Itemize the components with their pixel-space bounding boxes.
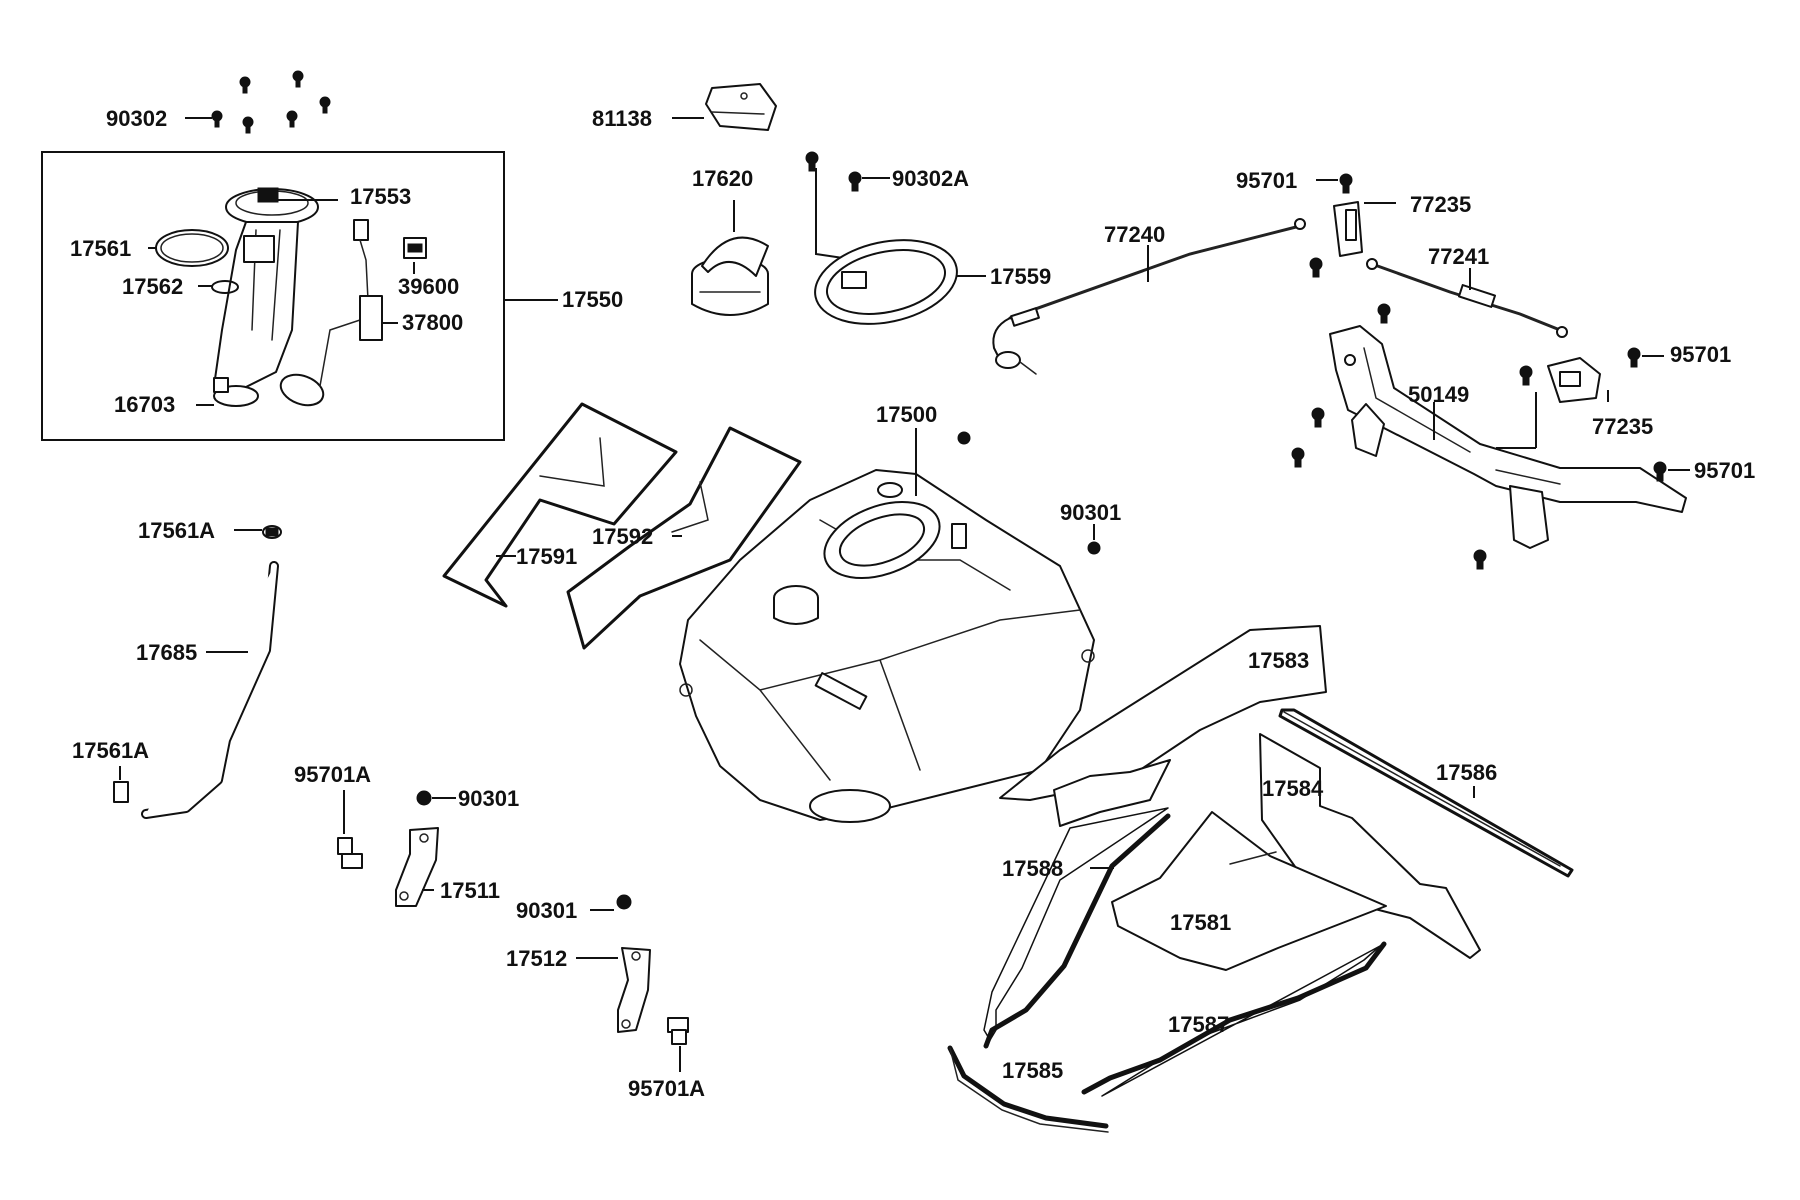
callout-39600: 39600 [398,274,459,299]
callout-95701A-a: 95701A [294,762,371,787]
latch-77235-bottom [1547,357,1601,403]
nut-90301-tank [957,431,1101,555]
callout-17592: 17592 [592,524,653,549]
callout-17583: 17583 [1248,648,1309,673]
callout-90302: 90302 [106,106,167,131]
bracket-17512 [617,947,651,1033]
callout-77235-a: 77235 [1410,192,1471,217]
callout-17685: 17685 [136,640,197,665]
strip-17587 [1081,941,1387,1097]
callout-90301-a: 90301 [1060,500,1121,525]
callout-77241: 77241 [1428,244,1489,269]
shield-17583 [999,625,1327,827]
fuel-filler-cap [691,236,769,316]
mat-17581 [1111,811,1387,971]
seat-lock-cable-77241 [1366,258,1568,338]
callout-17586: 17586 [1436,760,1497,785]
frame-bolts [1291,303,1533,570]
fuel-tank-17500 [679,469,1095,823]
clamp-17561A-bottom [113,781,129,803]
seat-lock-cable-77240 [992,218,1306,375]
callout-17561: 17561 [70,236,131,261]
callout-95701-a: 95701 [1236,168,1297,193]
strip-17585 [947,1045,1109,1133]
callout-95701-c: 95701 [1694,458,1755,483]
pad-17592 [566,426,802,650]
callout-90302A: 90302A [892,166,969,191]
callout-17511: 17511 [440,878,500,903]
callout-90301-c: 90301 [516,898,577,923]
callout-17550: 17550 [562,287,623,312]
callout-17553: 17553 [350,184,411,209]
callout-17561A-b: 17561A [72,738,149,763]
latch-77235-top [1333,201,1363,257]
callout-50149: 50149 [1408,382,1469,407]
callout-95701A-b: 95701A [628,1076,705,1101]
callout-17559: 17559 [990,264,1051,289]
fuel-hose-17685 [141,561,279,819]
callout-17581: 17581 [1170,910,1231,935]
callout-17562: 17562 [122,274,183,299]
strip-17586 [1278,708,1574,878]
callout-17588: 17588 [1002,856,1063,881]
bolt-95701A-left [337,837,363,869]
callout-77240: 77240 [1104,222,1165,247]
callout-90301-b: 90301 [458,786,519,811]
nut-90301-left [416,790,432,806]
fuel-pump-assembly-box [41,151,505,441]
screw-90302A [805,151,862,192]
seat-lock-frame-50149 [1329,325,1687,549]
bracket-17511 [395,827,439,907]
bracket-81138 [705,83,777,131]
callout-17587: 17587 [1168,1012,1229,1037]
callout-95701-b: 95701 [1670,342,1731,367]
screw-95701-right [1627,347,1667,482]
screw-set-90302 [211,70,331,134]
callout-17500: 17500 [876,402,937,427]
filler-gasket-17559 [814,239,958,325]
callout-17561A-a: 17561A [138,518,215,543]
callout-17584: 17584 [1262,776,1324,801]
callout-17585: 17585 [1002,1058,1063,1083]
callout-77235-b: 77235 [1592,414,1653,439]
nut-90301-mid [616,894,632,910]
callout-16703: 16703 [114,392,175,417]
rubber-17588 [983,807,1171,1049]
callout-17591: 17591 [516,544,577,569]
bolt-95701A-bottom [667,1017,689,1045]
screw-95701-top [1309,173,1353,278]
clamp-17561A-top [262,525,282,539]
callout-17512: 17512 [506,946,567,971]
callout-37800: 37800 [402,310,463,335]
fuel-pump-assembly [155,187,427,407]
callout-81138: 81138 [592,106,652,131]
callout-17620: 17620 [692,166,753,191]
